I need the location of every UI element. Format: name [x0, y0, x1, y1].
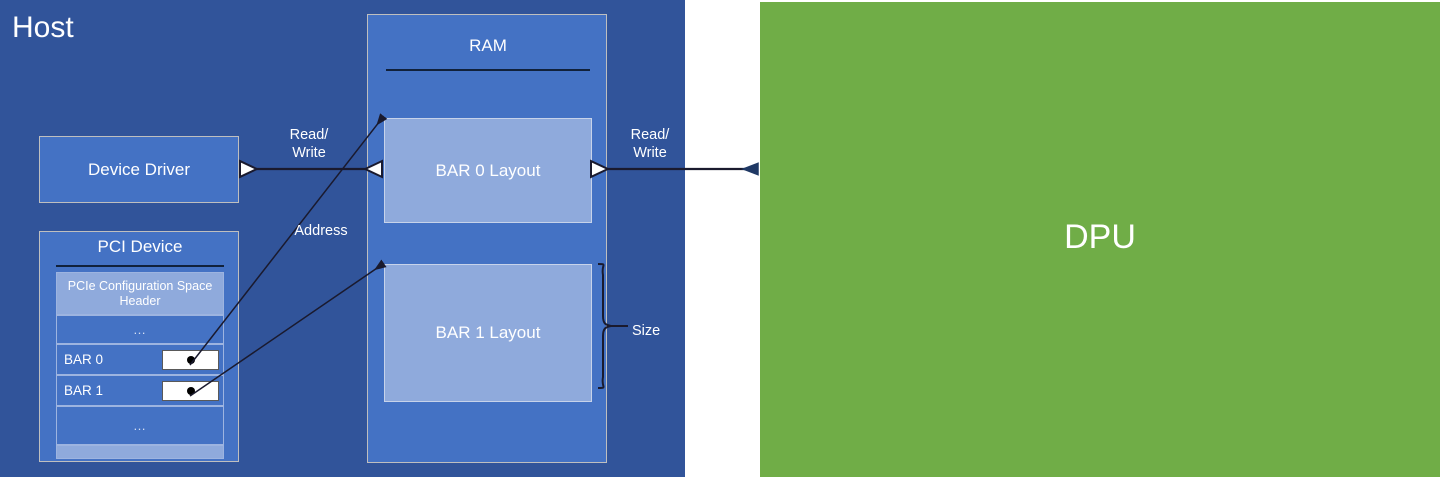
dpu-title: DPU [1064, 218, 1136, 256]
label-read-write-left: Read/ Write [289, 127, 329, 162]
label-read-write-right: Read/ Write [630, 127, 670, 162]
pci-row-footer-strip [56, 445, 224, 459]
pci-device-title-rule [56, 265, 224, 267]
pci-row-label: … [133, 418, 147, 433]
pci-row-label: PCIe Configuration Space Header [67, 279, 213, 308]
bar0-pointer-box [162, 349, 219, 370]
host-title: Host [12, 11, 74, 44]
bar1-pointer-dot [186, 386, 195, 395]
label-size: Size [632, 323, 661, 339]
device-driver-box: Device Driver [39, 136, 239, 203]
bar1-layout-label: BAR 1 Layout [435, 323, 541, 342]
pci-row-bar1: BAR 1 [56, 375, 224, 406]
pci-row-ellipsis-bottom: … [56, 406, 224, 445]
label-address: Address [294, 223, 348, 239]
device-driver-label: Device Driver [87, 159, 191, 179]
bar1-pointer-box [162, 380, 219, 401]
ram-title-rule [386, 69, 590, 71]
pci-row-ellipsis-top: … [56, 315, 224, 344]
bar1-layout-block: BAR 1 Layout [384, 264, 592, 402]
pci-row-label: BAR 0 [64, 351, 104, 367]
ram-box: RAM BAR 0 Layout BAR 1 Layout [367, 14, 607, 463]
bar0-pointer-dot [186, 355, 195, 364]
pci-row-label: BAR 1 [64, 382, 104, 398]
pci-row-bar0: BAR 0 [56, 344, 224, 375]
pci-device-title: PCI Device [97, 237, 183, 256]
ram-title: RAM [469, 36, 507, 55]
pci-device-box: PCI Device PCIe Configuration Space Head… [39, 231, 239, 462]
dpu-panel: DPU [760, 2, 1440, 477]
bar0-layout-block: BAR 0 Layout [384, 118, 592, 223]
pci-row-label: … [133, 322, 147, 337]
bar0-layout-label: BAR 0 Layout [435, 160, 541, 180]
pci-row-config-space-header: PCIe Configuration Space Header [56, 272, 224, 315]
